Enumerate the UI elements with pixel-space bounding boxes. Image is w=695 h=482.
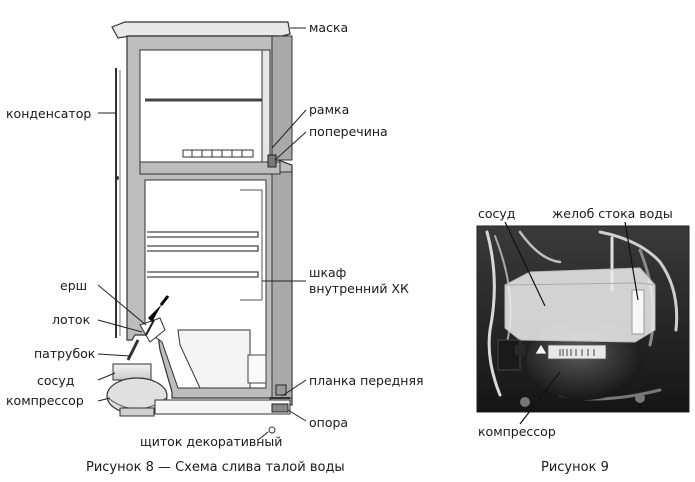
freezer-compartment: [139, 49, 269, 163]
photo-label-sosud: сосуд: [478, 206, 516, 221]
compressor-photo: [476, 225, 690, 413]
fridge-schematic: [106, 21, 293, 434]
crossbar: [139, 161, 281, 175]
label-ramka: рамка: [309, 102, 350, 117]
label-planka: планка передняя: [309, 373, 424, 388]
label-poperechina: поперечина: [309, 124, 388, 139]
vessel-drip-tray: [112, 363, 152, 381]
label-opora: опора: [309, 415, 349, 430]
caption-figure-9: Рисунок 9: [541, 460, 609, 475]
photo-gutter: [631, 289, 645, 335]
freezer-door: [271, 35, 293, 161]
label-sosud: сосуд: [37, 373, 75, 388]
photo-label-kompressor: компрессор: [478, 424, 556, 439]
arrow-icon: [148, 304, 162, 322]
photo-label-zhelob: желоб стока воды: [552, 206, 673, 221]
label-ersh: ерш: [60, 278, 88, 293]
label-patrubok: патрубок: [34, 346, 96, 361]
label-shkaf-line1: шкаф: [309, 265, 347, 280]
fig8-leader-lines: [97, 27, 307, 441]
decorative-panel: [154, 399, 291, 415]
foot-support: [271, 403, 289, 413]
mask-top: [111, 21, 291, 39]
label-kondensator: конденсатор: [6, 106, 92, 121]
photo-vessel: [504, 267, 656, 343]
caption-figure-8: Рисунок 8 — Схема слива талой воды: [86, 460, 345, 475]
label-shchitok: щиток декоративный: [140, 434, 283, 449]
fridge-door: [271, 171, 293, 399]
label-shkaf-line2: внутренний ХК: [309, 281, 409, 296]
drain-pipe: [126, 339, 140, 361]
fig9-leader-lines: [504, 221, 639, 425]
label-maska: маска: [309, 20, 349, 35]
label-lotok: лоток: [52, 312, 91, 327]
ersh-brush: [145, 319, 155, 336]
label-kompressor: компрессор: [6, 393, 84, 408]
